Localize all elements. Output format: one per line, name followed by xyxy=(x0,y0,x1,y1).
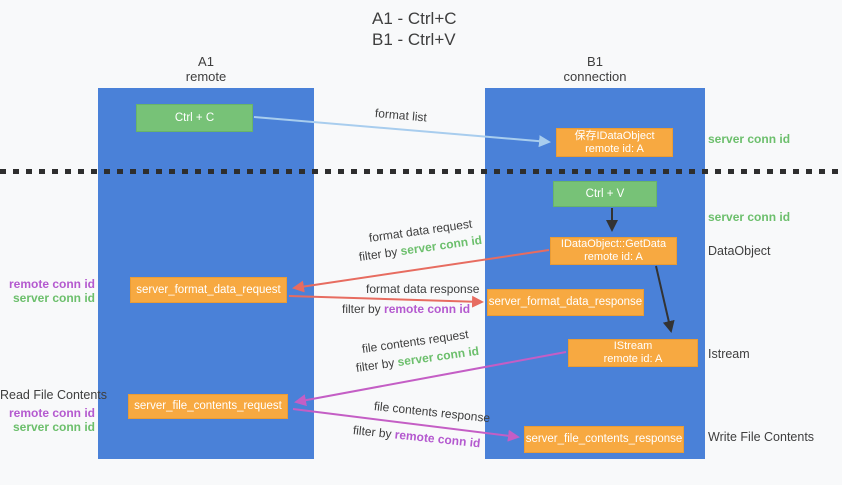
right-lane-header: B1 connection xyxy=(485,54,705,84)
save-idataobject-line1: 保存IDataObject xyxy=(574,129,655,142)
server-format-data-response-node: server_format_data_response xyxy=(487,289,644,316)
getdata-line2: remote id: A xyxy=(584,251,643,263)
remote-conn-id-highlight: remote conn id xyxy=(394,427,482,451)
format-list-label: format list xyxy=(374,106,428,125)
right-lane-name: B1 xyxy=(587,54,603,69)
right-server-conn-id-label-1: server conn id xyxy=(708,132,791,146)
left-lane-role: remote xyxy=(185,69,227,84)
filter-by-text: filter by xyxy=(358,244,399,264)
server-file-contents-request-label: server_file_contents_request xyxy=(134,400,282,412)
filter-by-text: filter by xyxy=(352,423,393,442)
server-format-data-request-node: server_format_data_request xyxy=(130,277,287,303)
left-server-conn-id-label-2: server conn id xyxy=(12,420,95,434)
ctrl-c-label: Ctrl + C xyxy=(174,111,215,124)
ctrl-c-node: Ctrl + C xyxy=(136,104,253,132)
left-remote-conn-id-label-2: remote conn id xyxy=(8,406,95,420)
filter-by-text: filter by xyxy=(342,302,381,316)
right-lane-role: connection xyxy=(563,69,627,84)
remote-conn-id-highlight: remote conn id xyxy=(384,302,471,316)
server-file-contents-request-node: server_file_contents_request xyxy=(128,394,288,419)
left-server-conn-id-label-1: server conn id xyxy=(12,291,95,305)
istream-side-label: Istream xyxy=(708,347,750,361)
getdata-line1: IDataObject::GetData xyxy=(560,238,667,250)
format-data-response-label: format data response xyxy=(366,282,480,296)
filter-by-remote-conn-id-label-2: filter by remote conn id xyxy=(352,423,481,450)
istream-line1: IStream xyxy=(613,340,653,352)
title-line-2: B1 - Ctrl+V xyxy=(372,30,456,49)
title-line-1: A1 - Ctrl+C xyxy=(372,9,457,28)
file-contents-response-label: file contents response xyxy=(373,399,491,426)
server-format-data-request-label: server_format_data_request xyxy=(136,283,281,296)
ctrl-v-label: Ctrl + V xyxy=(585,187,625,200)
server-format-data-response-label: server_format_data_response xyxy=(488,296,643,308)
left-lane-name: A1 xyxy=(198,54,214,69)
istream-node: IStream remote id: A xyxy=(568,339,698,367)
diagram-title: A1 - Ctrl+C B1 - Ctrl+V xyxy=(372,8,457,50)
filter-by-remote-conn-id-label-1: filter by remote conn id xyxy=(342,302,470,316)
istream-line2: remote id: A xyxy=(603,353,663,365)
idataobject-getdata-node: IDataObject::GetData remote id: A xyxy=(550,237,677,265)
server-file-contents-response-label: server_file_contents_response xyxy=(525,433,683,445)
left-lane-header: A1 remote xyxy=(98,54,314,84)
save-idataobject-node: 保存IDataObject remote id: A xyxy=(556,128,673,157)
filter-by-text: filter by xyxy=(355,355,396,375)
save-idataobject-line2: remote id: A xyxy=(585,142,644,155)
server-file-contents-response-node: server_file_contents_response xyxy=(524,426,684,453)
ctrl-v-node: Ctrl + V xyxy=(553,181,657,207)
right-server-conn-id-label-2: server conn id xyxy=(708,210,791,224)
write-file-contents-label: Write File Contents xyxy=(708,430,815,444)
dataobject-label: DataObject xyxy=(708,244,771,258)
read-file-contents-label: Read File Contents xyxy=(0,388,108,402)
left-remote-conn-id-label-1: remote conn id xyxy=(8,277,95,291)
dotted-separator-line xyxy=(0,169,842,174)
